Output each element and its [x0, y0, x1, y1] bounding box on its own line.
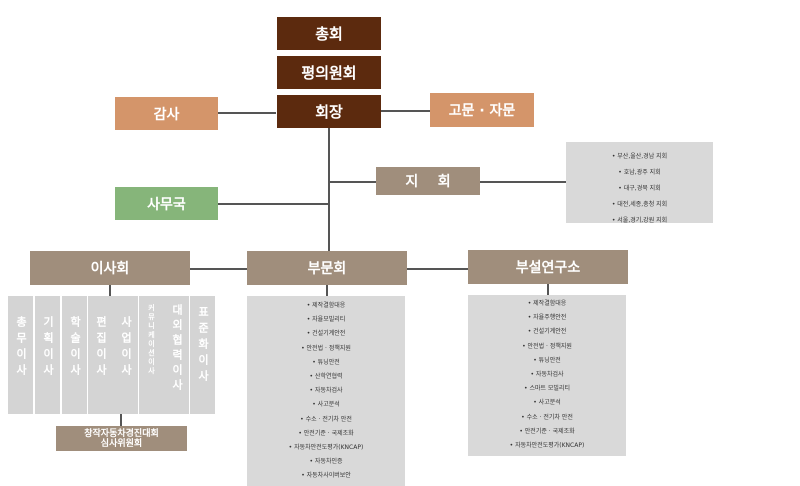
board-member-standards: 표준화이사 [190, 296, 215, 414]
main-vertical-line [328, 128, 330, 266]
list-item: 사고분석 [247, 398, 405, 412]
list-item: 건설기계안전 [247, 327, 405, 341]
branch-list-connector [480, 181, 566, 183]
list-item: 스마트 모빌리티 [468, 382, 626, 396]
board-box: 이사회 [30, 251, 190, 285]
list-item: 제작결함대응 [247, 299, 405, 313]
council-box: 평의원회 [277, 56, 381, 89]
list-item: 건설기계안전 [468, 325, 626, 339]
president-box: 회장 [277, 95, 381, 128]
audit-connector [218, 112, 276, 114]
secretariat-box: 사무국 [115, 187, 218, 220]
institute-panel: 제작결함대응 자율주행안전 건설기계안전 안전법 · 정책지원 튜닝안전 자동차… [468, 295, 626, 456]
list-item: 안전기준 · 국제조화 [468, 425, 626, 439]
advisory-connector [381, 110, 430, 112]
branch-label: 지 회 [405, 174, 451, 190]
advisory-box: 고문 · 자문 [430, 93, 534, 127]
list-item: 자동차검사 [468, 368, 626, 382]
board-member-business: 사업이사 [113, 296, 138, 414]
divisions-list: 제작결함대응 자율모빌리티 건설기계안전 안전법 · 정책지원 튜닝안전 산학연… [247, 299, 405, 484]
list-item: 부산,울산,경남 지회 [566, 151, 713, 160]
branch-list-panel: 부산,울산,경남 지회 호남,광주 지회 대구,경북 지회 대전,세종,충청 지… [566, 142, 713, 224]
institute-connector [407, 268, 468, 270]
list-item: 자율모빌리티 [247, 313, 405, 327]
board-member-general: 총무이사 [8, 296, 33, 414]
board-member-academic: 학술이사 [62, 296, 87, 414]
list-item: 자동차인증 [247, 455, 405, 469]
list-item: 안전법 · 정책지원 [247, 342, 405, 356]
committee-connector [120, 414, 122, 426]
list-item: 튜닝안전 [468, 354, 626, 368]
list-item: 수소 · 전기차 안전 [247, 413, 405, 427]
institute-down-line [547, 284, 549, 295]
list-item: 자동차안전도평가(KNCAP) [247, 441, 405, 455]
list-item: 자동차사이버보안 [247, 469, 405, 483]
committee-box: 창작자동차경진대회 심사위원회 [56, 426, 187, 451]
branch-connector [329, 181, 376, 183]
list-item: 안전법 · 정책지원 [468, 340, 626, 354]
branch-list: 부산,울산,경남 지회 호남,광주 지회 대구,경북 지회 대전,세종,충청 지… [566, 151, 713, 224]
board-member-planning: 기획이사 [35, 296, 60, 414]
board-down-line [109, 285, 111, 296]
audit-box: 감사 [115, 97, 218, 130]
committee-label: 창작자동차경진대회 심사위원회 [84, 428, 159, 449]
list-item: 수소 · 전기차 안전 [468, 411, 626, 425]
list-item: 안전기준 · 국제조화 [247, 427, 405, 441]
divisions-box: 부문회 [247, 251, 407, 285]
divisions-panel: 제작결함대응 자율모빌리티 건설기계안전 안전법 · 정책지원 튜닝안전 산학연… [247, 296, 405, 486]
list-item: 사고분석 [468, 396, 626, 410]
list-item: 대전,세종,충청 지회 [566, 199, 713, 208]
list-item: 자율주행안전 [468, 311, 626, 325]
divisions-down-line [326, 285, 328, 296]
board-member-external: 대외협력이사 [164, 296, 189, 414]
board-connector [190, 268, 247, 270]
board-member-communication: 커뮤니케이션이사 [139, 296, 164, 414]
branch-box: 지 회 [376, 167, 480, 195]
list-item: 자동차검사 [247, 384, 405, 398]
institute-list: 제작결함대응 자율주행안전 건설기계안전 안전법 · 정책지원 튜닝안전 자동차… [468, 297, 626, 453]
general-assembly-box: 총회 [277, 17, 381, 50]
list-item: 자동차안전도평가(KNCAP) [468, 439, 626, 453]
institute-box: 부설연구소 [468, 250, 628, 284]
list-item: 호남,광주 지회 [566, 167, 713, 176]
list-item: 산학연협력 [247, 370, 405, 384]
list-item: 대구,경북 지회 [566, 183, 713, 192]
list-item: 제작결함대응 [468, 297, 626, 311]
secretariat-connector [218, 203, 329, 205]
list-item: 튜닝안전 [247, 356, 405, 370]
board-member-editorial: 편집이사 [88, 296, 113, 414]
list-item: 서울,경기,강원 지회 [566, 215, 713, 224]
